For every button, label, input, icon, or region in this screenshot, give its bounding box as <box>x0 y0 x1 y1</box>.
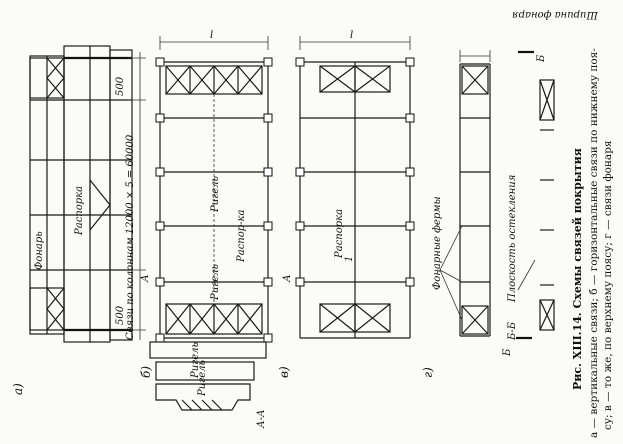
strut-label: Распорка <box>74 186 85 236</box>
x-brace <box>461 65 489 95</box>
dim-right-500: 500 <box>115 305 126 325</box>
leader-lines <box>439 225 463 321</box>
glazing-plane-label: Плоскость остекления <box>507 175 518 303</box>
dim-left-500: 500 <box>115 76 126 96</box>
lantern-width-label: Ширина фонаря <box>512 9 599 20</box>
panel-b-letter: б) <box>139 366 153 378</box>
x-braces <box>319 303 391 333</box>
panel-a-letter: а) <box>11 383 25 395</box>
x-braces <box>319 65 391 93</box>
panel-g-lantern-ties: Ширина фонаря г) Фонарные фермы Плоскост… <box>421 9 599 378</box>
strut-label: Распорка <box>334 209 345 259</box>
strut-index: 1 <box>344 256 355 262</box>
strut-label: Распор-ка <box>236 209 247 263</box>
column-band <box>109 49 133 341</box>
bb-section-bottom <box>539 299 555 331</box>
x-braces <box>165 303 263 335</box>
ridge-band-1 <box>149 341 267 359</box>
lantern-trusses-label: Фонарные фермы <box>432 196 443 290</box>
panel-v-upper-chord-ties: l в) Распорка 1 <box>277 30 415 378</box>
brace <box>89 179 111 206</box>
caption-line-2: су; в — то же, по верхнему поясу; г — св… <box>602 140 614 430</box>
bb-section-top <box>539 79 555 121</box>
panel-g-letter: г) <box>421 367 435 378</box>
ridge-label-1: Ригель <box>210 176 221 213</box>
caption-line-1: а — вертикальные связи; б — горизонтальн… <box>588 48 600 438</box>
caption-title: Рис. XIII.14. Схемы связей покрытия <box>571 148 584 390</box>
section-aa-label: А-А <box>256 409 267 429</box>
span-l-label: l <box>350 30 353 41</box>
strut-band <box>63 45 111 343</box>
panel-b-lower-chord-ties: l <box>139 30 293 429</box>
ridge-label-3: Ригель <box>190 342 201 379</box>
section-mark-b: Б <box>502 348 513 357</box>
nodes-right <box>263 57 273 343</box>
x-brace <box>539 299 555 331</box>
top-bracing-block <box>461 65 489 95</box>
figure-caption: Рис. XIII.14. Схемы связей покрытия а — … <box>571 48 614 438</box>
brace <box>46 77 65 99</box>
ridge-label-2: Ригель <box>210 264 221 301</box>
brace <box>89 204 111 231</box>
glazing-leader <box>517 259 536 291</box>
nodes <box>295 57 415 287</box>
brace <box>46 308 65 331</box>
ridge-label-4: Ригель <box>197 360 208 397</box>
x-brace <box>461 305 489 335</box>
panel-v-letter: в) <box>277 366 291 378</box>
nodes-left <box>155 57 165 343</box>
ridge-band-2 <box>155 361 255 381</box>
x-brace <box>539 79 555 121</box>
section-aa-braces <box>181 399 223 411</box>
section-aa-shape <box>155 383 251 411</box>
panel-a-vertical-ties: а) Фонарь Распорка 500 500 Связи по коло… <box>11 45 146 395</box>
section-bb-label: Б-Б <box>507 321 518 341</box>
lantern-label: Фонарь <box>34 231 45 270</box>
brace <box>46 287 65 310</box>
x-braces <box>165 65 263 95</box>
section-mark-a: А <box>140 274 151 283</box>
span-l-label: l <box>210 30 213 41</box>
section-mark-b: Б <box>536 54 547 63</box>
ties-dimension-label: Связи по колоннам 12000 × 5 = 60000 <box>125 134 136 340</box>
section-mark-a: А <box>282 274 293 283</box>
brace <box>46 57 65 79</box>
